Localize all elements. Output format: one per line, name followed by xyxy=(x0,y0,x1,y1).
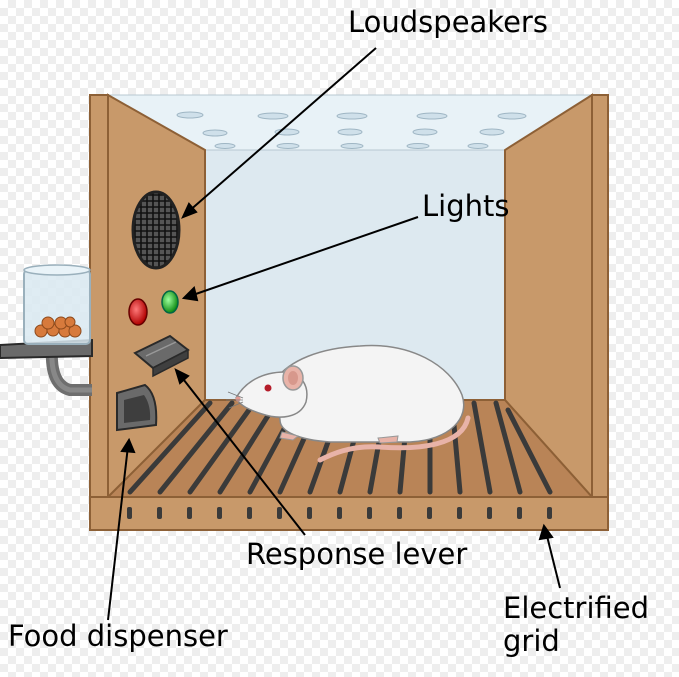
arrow-food-dispenser xyxy=(107,445,129,621)
electrified-grid-label-line1: Electrified xyxy=(503,591,650,625)
rat-back-paw xyxy=(377,435,399,444)
arrow-loudspeakers xyxy=(187,47,377,213)
grid-bar-ends xyxy=(127,507,552,519)
lights-label: Lights xyxy=(422,189,510,223)
arrow-electrified-grid xyxy=(545,531,561,589)
rat-tail xyxy=(317,415,471,463)
food-dispenser-label: Food dispenser xyxy=(8,619,228,653)
arrow-lights xyxy=(189,216,419,297)
pellet-dispenser xyxy=(0,264,93,396)
rat xyxy=(226,344,471,463)
food-dispenser-tray xyxy=(116,383,158,432)
front-frame-base xyxy=(89,496,609,531)
ceiling-holes xyxy=(176,111,527,149)
response-lever-label: Response lever xyxy=(246,537,468,571)
front-frame-right-post xyxy=(591,94,609,531)
callout-arrows xyxy=(107,47,561,621)
response-lever xyxy=(133,334,190,378)
rat-body xyxy=(274,344,465,443)
loudspeakers-label: Loudspeakers xyxy=(348,5,548,39)
electrified-grid-label-line2: grid xyxy=(503,624,560,659)
front-frame-left-post xyxy=(89,94,109,531)
rat-eye xyxy=(264,384,272,392)
rat-nose xyxy=(235,396,241,402)
red-light xyxy=(128,298,148,326)
rat-front-paw xyxy=(279,431,300,441)
electrified-grid-label: Electrified grid xyxy=(503,591,650,659)
food-pellets xyxy=(34,316,82,338)
loudspeaker xyxy=(131,190,181,270)
arrow-response-lever xyxy=(179,374,306,536)
green-light xyxy=(161,290,179,314)
